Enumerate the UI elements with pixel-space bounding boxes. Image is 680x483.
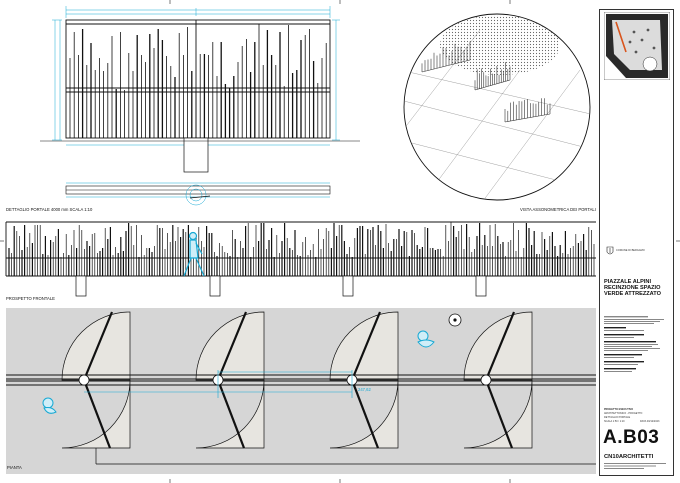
project-title: PIAZZALE ALPINI RECINZIONE SPAZIO VERDE … (604, 279, 661, 298)
site-map-thumbnail (604, 12, 670, 80)
credits-block (604, 316, 664, 372)
front-elevation-label: PROSPETTO FRONTALE (6, 296, 55, 301)
axonometric-label: VISTA ASSONOMETRICA DEI PORTALI (520, 207, 596, 212)
title-block (599, 9, 674, 476)
front-elevation-drawing (5, 221, 596, 297)
plan-dimension: 247,62 (358, 387, 371, 392)
plan-drawing (6, 308, 596, 474)
sheet-subject: DETTAGLIO PORTALE (604, 416, 631, 419)
municipality-name: COMUNE DI BERGAMO (616, 249, 645, 252)
plan-label: PIANTA (7, 465, 22, 470)
date-label: DATA 03/12/2023 (640, 420, 660, 423)
axo-rail (474, 79, 511, 91)
firm-name: CN10ARCHITETTI (604, 454, 654, 460)
sheet-code: A.B03 (603, 427, 660, 448)
portal-detail-label: DETTAGLIO PORTALE 4000 mm SCALA 1:10 (6, 207, 93, 212)
discipline-label: ARCHITETTONICO - PROGETTO (604, 412, 643, 415)
scale-label: SCALA 1:50 / 1:10 (604, 420, 625, 423)
axo-rail (504, 113, 551, 123)
firm-address-block (604, 463, 666, 469)
municipality-crest-icon (606, 246, 614, 255)
axo-rail (421, 59, 471, 73)
axonometric-drawing (403, 13, 591, 201)
portal-detail-drawing (40, 6, 360, 206)
phase-label: PROGETTO ESECUTIVO (604, 408, 634, 411)
